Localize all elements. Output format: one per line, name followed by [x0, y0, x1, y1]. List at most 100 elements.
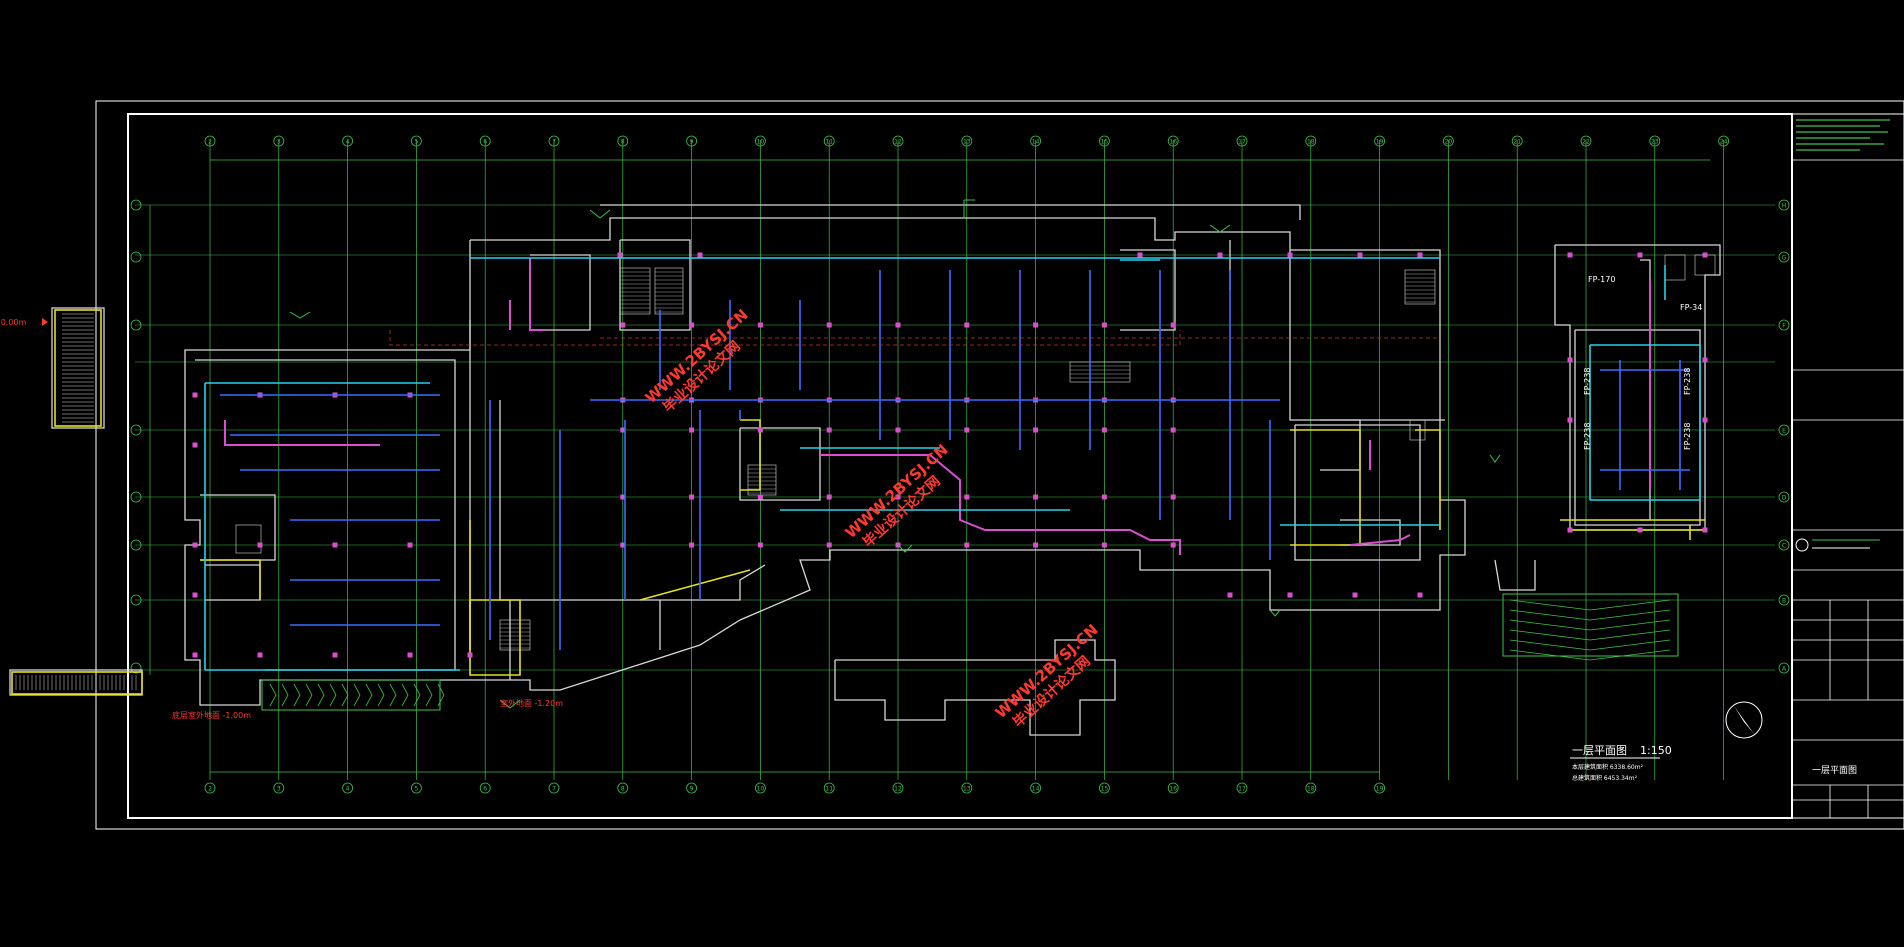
ramp-chevron — [377, 683, 385, 707]
column — [1702, 357, 1708, 363]
company-logo-icon — [1795, 538, 1880, 552]
ramp-chevron — [401, 683, 409, 707]
column — [192, 542, 198, 548]
column — [1567, 252, 1573, 258]
column — [1033, 427, 1039, 433]
column — [1567, 527, 1573, 533]
grid-bubble-left — [130, 424, 142, 436]
grid-number-top: 19 — [1376, 139, 1384, 146]
grid-number-bottom: 4 — [346, 786, 350, 793]
grid-number-bottom: 10 — [757, 786, 765, 793]
grid-bubble-top — [410, 135, 422, 147]
grid-number-bottom: 13 — [963, 786, 971, 793]
ramp-chevron — [1509, 599, 1671, 611]
bottom-red-label-2: 室外地面 -1.20m — [500, 698, 563, 708]
grid-bubble-left — [130, 251, 142, 263]
column — [1033, 542, 1039, 548]
grid-bubble-bottom — [892, 782, 904, 794]
column — [1033, 494, 1039, 500]
column — [1417, 592, 1423, 598]
grid-number-top: 15 — [1101, 139, 1109, 146]
grid-bubble-bottom — [755, 782, 766, 794]
column — [689, 494, 695, 500]
grid-bubble-right — [1778, 594, 1790, 606]
column — [689, 542, 695, 548]
grid-bubble-top — [479, 135, 491, 147]
column — [407, 542, 413, 548]
ramp-chevron — [341, 683, 349, 707]
grid-number-bottom: 14 — [1032, 786, 1040, 793]
column — [757, 322, 763, 328]
grid-bubble-right — [1778, 662, 1790, 674]
column — [757, 542, 763, 548]
grid-bubble-bottom — [479, 782, 491, 794]
grid-number-top: 12 — [894, 139, 902, 146]
grid-bubble-bottom — [342, 782, 354, 794]
column — [1170, 427, 1176, 433]
column — [1417, 252, 1423, 258]
ramp-chevron — [329, 683, 337, 707]
left-elevation-arrow-icon — [42, 318, 48, 326]
area-label: FP-238 — [1683, 368, 1692, 395]
column — [1227, 592, 1233, 598]
area-label: FP-170 — [1588, 275, 1615, 284]
ramp-chevron — [1509, 649, 1671, 661]
grid-number-top: 16 — [1169, 139, 1177, 146]
column — [257, 652, 263, 658]
cyan-ducts — [204, 257, 1701, 671]
grid-bubble-top — [1167, 135, 1179, 147]
column — [964, 494, 970, 500]
grid-number-top: 20 — [1445, 139, 1453, 146]
ramp-chevron — [413, 683, 421, 707]
grid-number-top: 18 — [1307, 139, 1315, 146]
north-arrow-icon — [1725, 701, 1763, 739]
grid-number-top: 4 — [346, 139, 350, 146]
bottom-red-label-1: 底层室外地面 -1.00m — [172, 710, 251, 720]
ramp-chevron — [437, 683, 445, 707]
column — [1702, 417, 1708, 423]
column — [1637, 252, 1643, 258]
area-label: FP-238 — [1683, 423, 1692, 450]
grid-bubble-bottom — [961, 782, 973, 794]
grid-bubble-left — [130, 319, 142, 331]
grid-bubble-top — [1236, 135, 1248, 147]
grid-bubble-left — [130, 594, 142, 606]
grid-number-bottom: 12 — [894, 786, 902, 793]
column — [332, 542, 338, 548]
column — [1567, 417, 1573, 423]
column — [895, 427, 901, 433]
grid-bubble-top — [823, 135, 835, 147]
area-label: FP-238 — [1583, 423, 1592, 450]
red-boundary — [389, 330, 1440, 346]
column — [192, 592, 198, 598]
grid-number-top: 14 — [1032, 139, 1040, 146]
axis-grid — [135, 140, 1775, 780]
grid-bubble-top — [1030, 135, 1041, 147]
ramp-chevron — [305, 683, 313, 707]
grid-bubble-bottom — [410, 782, 422, 794]
column — [617, 252, 623, 258]
title-block-drawing-name: 一层平面图 — [1812, 765, 1857, 776]
ramp-chevron — [317, 683, 325, 707]
grid-bubble-right — [1778, 424, 1790, 436]
hatched-ramps — [261, 593, 1679, 711]
column — [257, 542, 263, 548]
ramp-chevron — [353, 683, 361, 707]
ramp-hatch — [269, 599, 1671, 707]
column — [964, 427, 970, 433]
column — [407, 652, 413, 658]
column — [620, 322, 626, 328]
plan-area-line-2: 总建筑面积 6453.34m² — [1572, 774, 1638, 782]
grid-number-bottom: 11 — [825, 786, 833, 793]
drawing-frame — [95, 100, 1904, 830]
yellow-accents — [11, 309, 1705, 695]
left-elevation-label: ±0.00m — [0, 318, 27, 327]
grid-bubble-right — [1778, 539, 1790, 551]
grid-bubble-bottom — [617, 782, 629, 794]
stair-treads — [15, 271, 1435, 690]
grid-bubble-bottom — [273, 782, 285, 794]
column — [826, 494, 832, 500]
